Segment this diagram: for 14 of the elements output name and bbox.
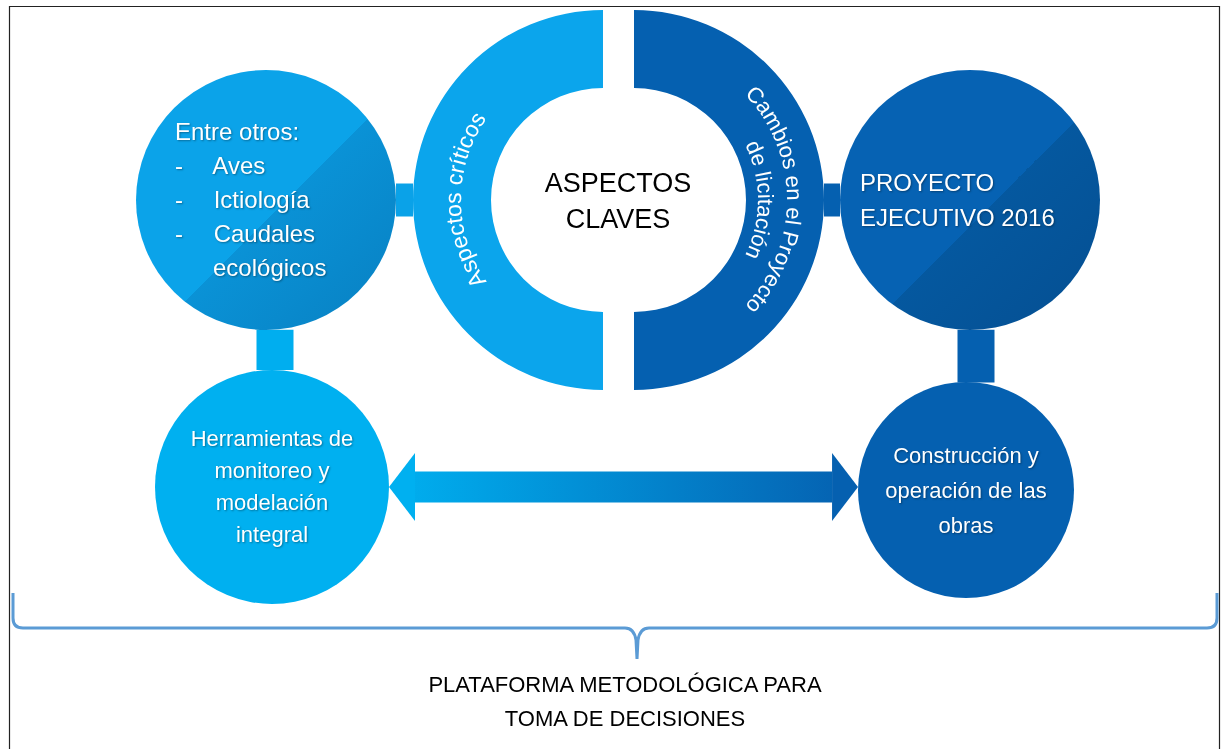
list-item: - Caudales ecológicos — [175, 219, 328, 283]
connector-bar — [256, 329, 294, 371]
connector-bar — [396, 183, 413, 217]
list-item: - Aves — [175, 151, 267, 181]
center-title: ASPECTOS CLAVES — [543, 167, 693, 236]
node-heading: Entre otros: — [175, 117, 300, 147]
platform-caption: PLATAFORMA METODOLÓGICA PARA TOMA DE DECISIONES — [427, 671, 823, 733]
node-text: Construcción y operación de las obras — [885, 441, 1047, 540]
node-text: PROYECTO EJECUTIVO 2016 — [860, 168, 1056, 233]
node-text: Herramientas de monitoreo y modelación integral — [189, 425, 355, 549]
list-item: - Ictiología — [175, 185, 311, 215]
double-arrow — [389, 453, 859, 521]
connector-bar — [957, 329, 995, 383]
connector-bar — [824, 183, 840, 217]
